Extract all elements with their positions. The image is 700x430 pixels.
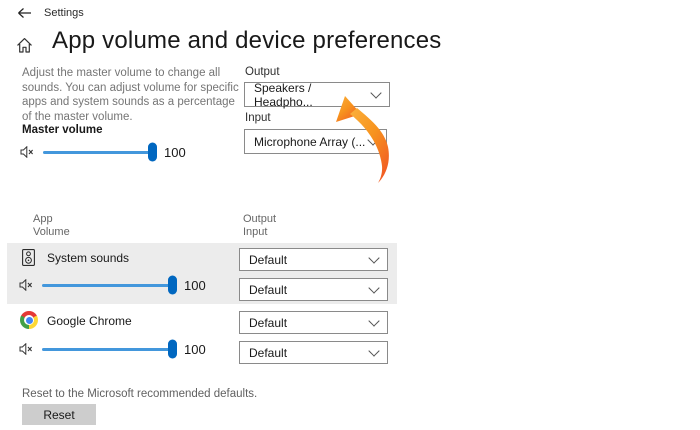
slider-thumb[interactable]	[168, 275, 177, 295]
output-device-value: Speakers / Headpho...	[254, 80, 313, 109]
system-sounds-icon	[22, 249, 35, 266]
app-output-dropdown[interactable]: Default	[239, 311, 388, 334]
slider-thumb[interactable]	[148, 142, 157, 162]
slider-value: 100	[184, 277, 206, 293]
page-title: App volume and device preferences	[52, 27, 442, 54]
slider-value: 100	[184, 341, 206, 357]
app-row-google-chrome: Google Chrome Default 100 Default	[7, 307, 397, 369]
app-output-value: Default	[249, 252, 288, 267]
slider-track[interactable]	[42, 275, 177, 295]
chrome-icon	[20, 311, 38, 329]
slider-value: 100	[164, 144, 186, 160]
app-output-value: Default	[249, 315, 288, 330]
slider-track[interactable]	[42, 339, 177, 359]
app-volume-slider[interactable]: 100	[19, 339, 206, 359]
master-volume-description: Adjust the master volume to change all s…	[22, 67, 239, 123]
column-header-output-input: Output Input	[243, 213, 277, 238]
app-input-value: Default	[249, 282, 288, 297]
app-name: Google Chrome	[47, 314, 132, 328]
back-button[interactable]	[13, 5, 35, 23]
app-input-value: Default	[249, 345, 288, 360]
slider-thumb[interactable]	[168, 339, 177, 359]
input-device-label: Input	[245, 112, 271, 124]
window-title: Settings	[44, 7, 84, 19]
chevron-down-icon	[367, 133, 379, 146]
chevron-down-icon	[368, 251, 380, 264]
output-device-label: Output	[245, 66, 280, 78]
output-device-dropdown[interactable]: Speakers / Headpho...	[244, 80, 390, 109]
back-arrow-icon	[17, 7, 31, 18]
master-volume-label: Master volume	[22, 124, 103, 136]
master-volume-slider[interactable]: 100	[20, 142, 186, 162]
reset-description: Reset to the Microsoft recommended defau…	[22, 388, 258, 400]
app-input-dropdown[interactable]: Default	[239, 278, 388, 301]
mute-speaker-icon[interactable]	[19, 279, 33, 291]
chevron-down-icon	[368, 281, 380, 294]
app-output-dropdown[interactable]: Default	[239, 248, 388, 271]
app-volume-slider[interactable]: 100	[19, 275, 206, 295]
chevron-down-icon	[368, 314, 380, 327]
app-row-system-sounds: System sounds Default 100 Default	[7, 243, 397, 304]
input-device-value: Microphone Array (...	[254, 134, 366, 149]
app-input-dropdown[interactable]: Default	[239, 341, 388, 364]
chevron-down-icon	[368, 344, 380, 357]
column-header-app-volume: App Volume	[33, 213, 70, 238]
input-device-dropdown[interactable]: Microphone Array (...	[244, 129, 387, 154]
app-name: System sounds	[47, 251, 130, 265]
chevron-down-icon	[370, 86, 382, 99]
reset-button[interactable]: Reset	[22, 404, 96, 425]
slider-track[interactable]	[43, 142, 157, 162]
mute-speaker-icon[interactable]	[20, 146, 34, 158]
mute-speaker-icon[interactable]	[19, 343, 33, 355]
home-icon	[16, 37, 33, 59]
chrome-icon-blue-center	[25, 316, 33, 324]
